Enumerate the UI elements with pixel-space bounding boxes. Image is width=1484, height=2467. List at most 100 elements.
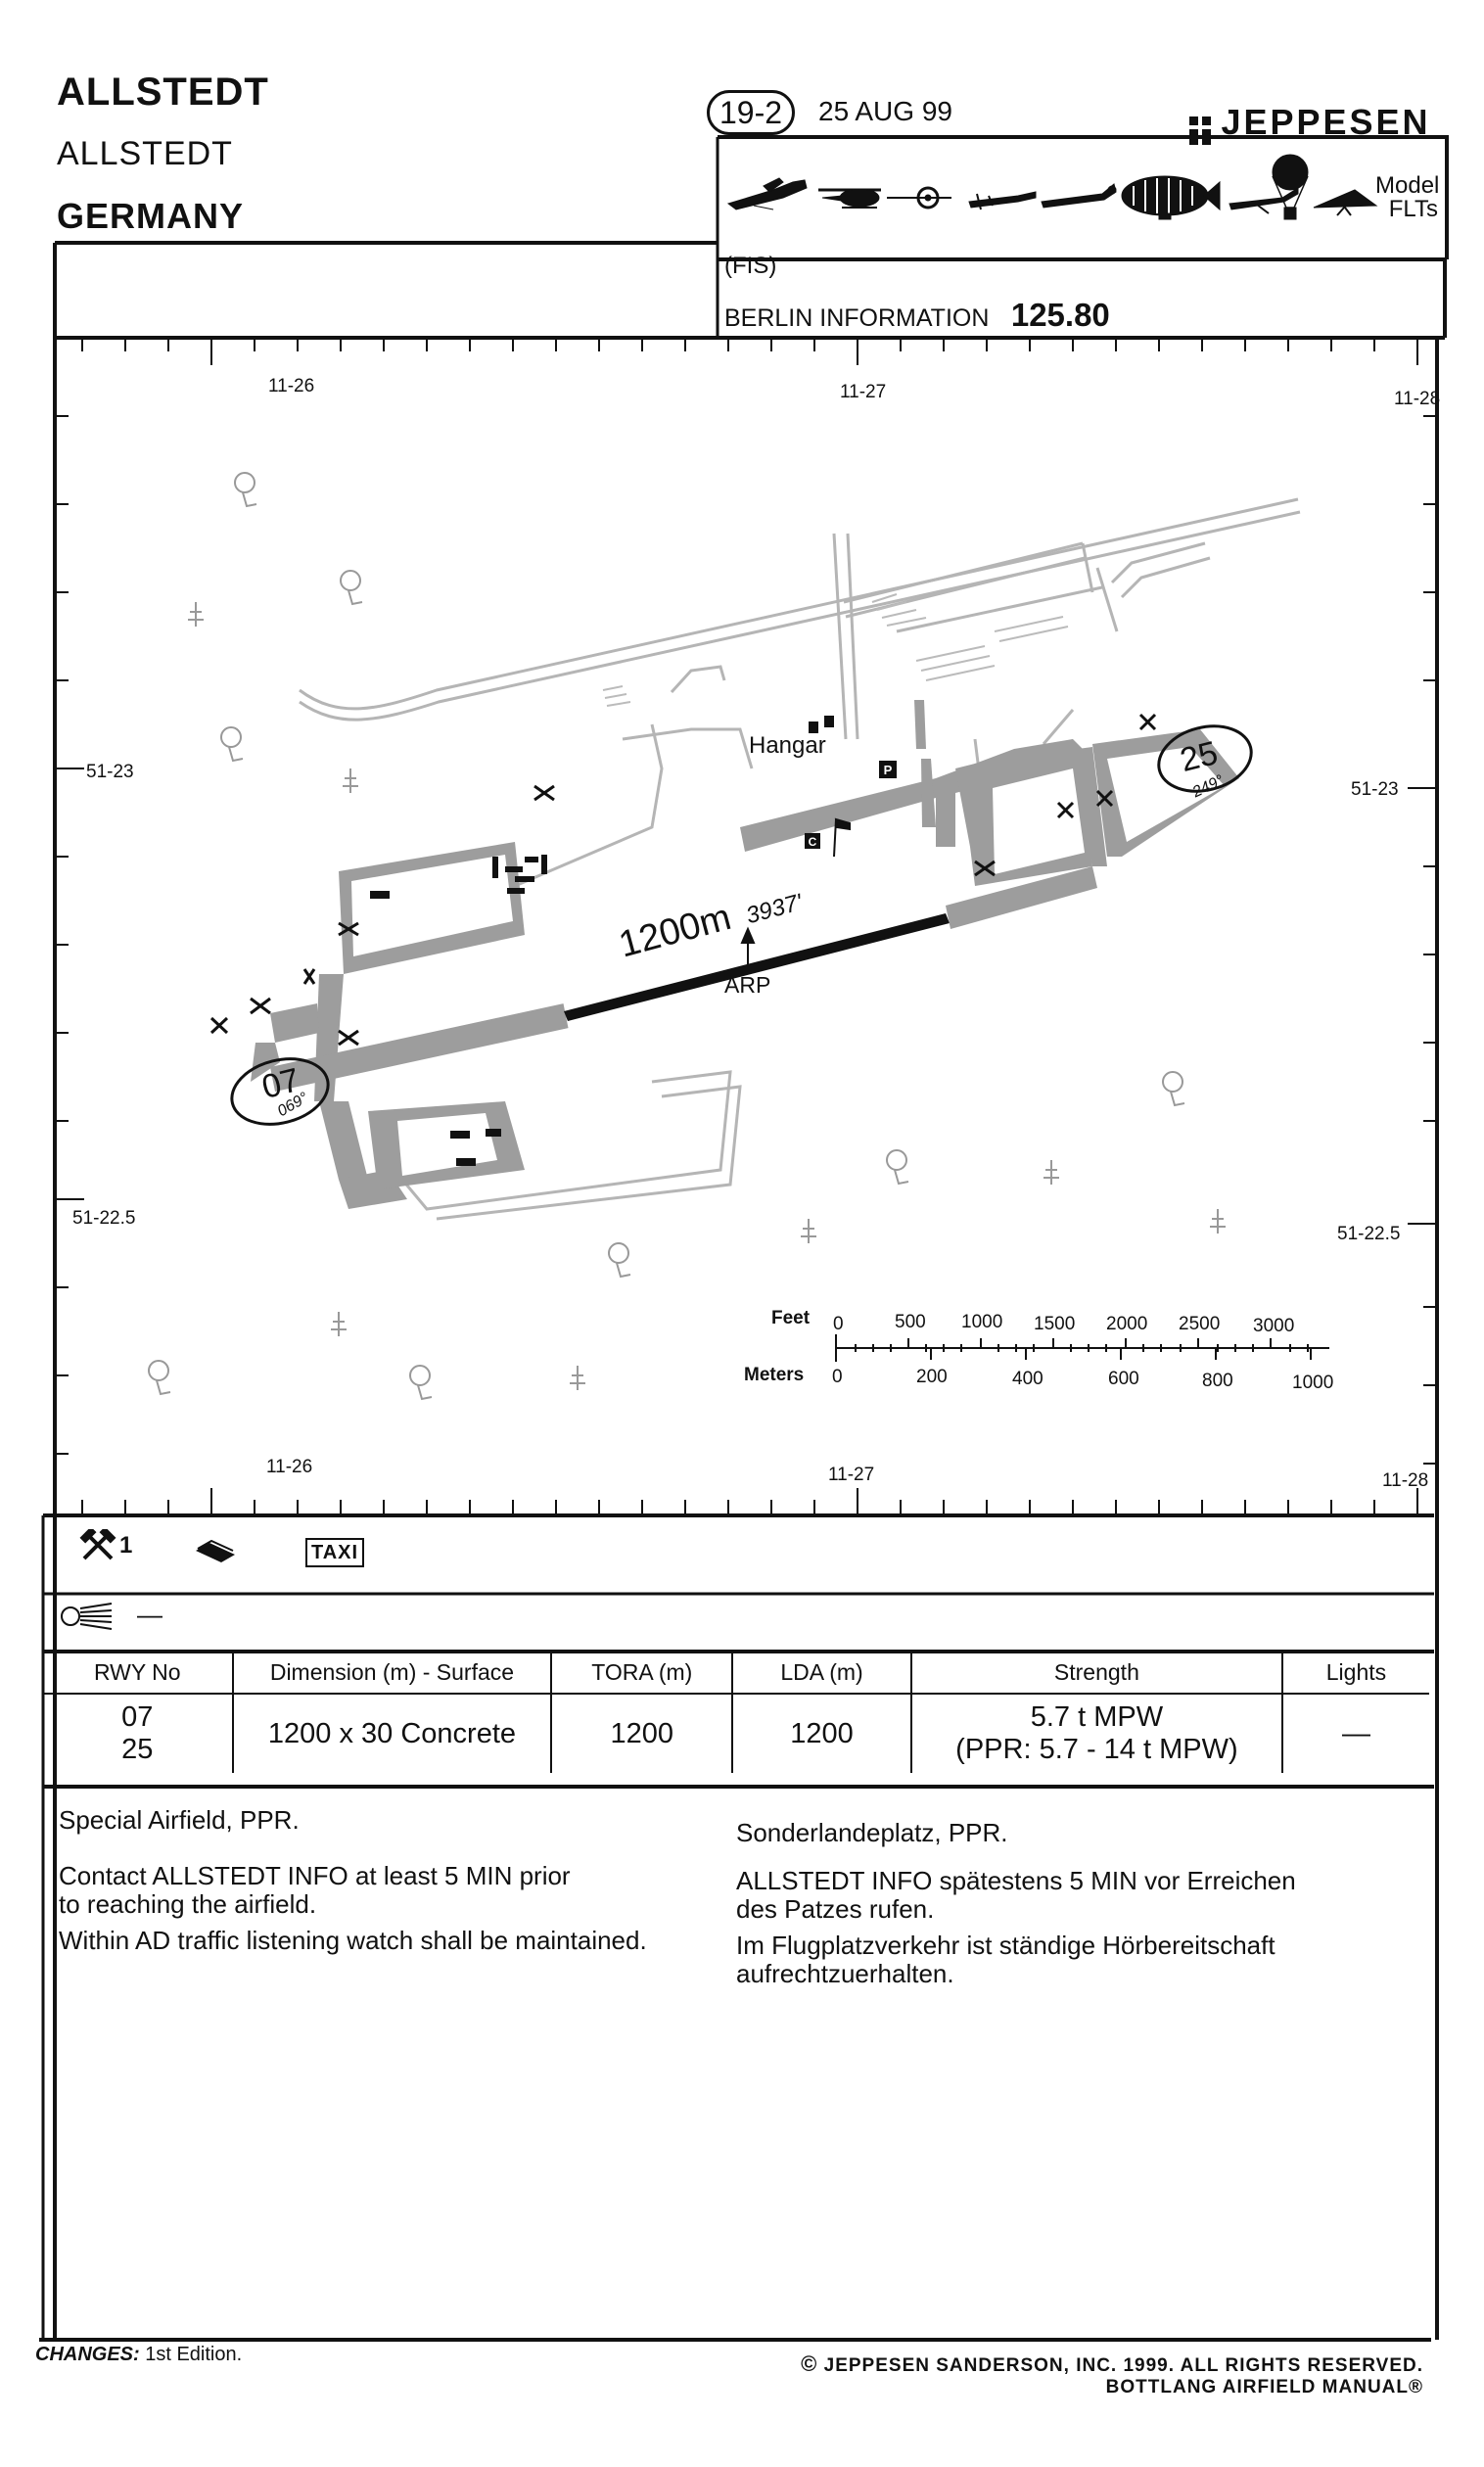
lighting-value: — bbox=[137, 1600, 162, 1629]
scale-ft-2500: 2500 bbox=[1179, 1314, 1221, 1334]
arp-arrow bbox=[740, 926, 756, 964]
tree-icon bbox=[148, 1360, 171, 1396]
gyrocopter-icon bbox=[887, 186, 951, 209]
frequency: 125.80 bbox=[1010, 297, 1110, 333]
note-en-2b: to reaching the airfield. bbox=[59, 1889, 317, 1919]
vegetation bbox=[148, 472, 1226, 1401]
cell-lights: — bbox=[1280, 1693, 1429, 1773]
scale-m-200: 200 bbox=[916, 1367, 948, 1387]
repair-count: 1 bbox=[119, 1532, 133, 1559]
hangar-label: Hangar bbox=[749, 732, 826, 759]
note-de-2b: des Patzes rufen. bbox=[736, 1894, 935, 1924]
lat-right-2: 51-22.5 bbox=[1337, 1224, 1401, 1244]
traffic-types-strip bbox=[726, 154, 1378, 220]
airship-icon bbox=[1121, 175, 1221, 220]
lat-right-1: 51-23 bbox=[1351, 779, 1399, 800]
note-en-3: Within AD traffic listening watch shall … bbox=[59, 1926, 647, 1955]
scale-m-0: 0 bbox=[832, 1367, 843, 1387]
glider-icon bbox=[1041, 183, 1117, 209]
chart-number: 19-2 bbox=[707, 90, 796, 135]
changes-text: 1st Edition. bbox=[145, 2344, 243, 2365]
scale-meters-label: Meters bbox=[744, 1365, 805, 1385]
svg-text:P: P bbox=[884, 763, 893, 777]
service-type: (FIS) bbox=[724, 253, 777, 279]
note-de-3b: aufrechtzuerhalten. bbox=[736, 1959, 954, 1988]
hang-glider-icon bbox=[1313, 189, 1378, 216]
notes-english: Special Airfield, PPR. Contact ALLSTEDT … bbox=[59, 1806, 647, 1955]
col-lights: Lights bbox=[1280, 1652, 1429, 1694]
rwy-25: 25 bbox=[121, 1734, 154, 1765]
lat-left-2: 51-22.5 bbox=[72, 1208, 136, 1229]
scale-m-600: 600 bbox=[1108, 1369, 1139, 1389]
services-row: 1 bbox=[78, 1529, 132, 1562]
cell-lda: 1200 bbox=[731, 1693, 911, 1773]
tree-icon bbox=[340, 570, 363, 606]
note-de-1: Sonderlandeplatz, PPR. bbox=[736, 1818, 1008, 1847]
cell-tora: 1200 bbox=[550, 1693, 733, 1773]
strength-line-1: 5.7 t MPW bbox=[1030, 1701, 1164, 1733]
lon-bottom-2: 11-27 bbox=[828, 1465, 875, 1485]
lon-top-3: 11-28 bbox=[1394, 389, 1441, 409]
manual-text: BOTTLANG AIRFIELD MANUAL bbox=[1105, 2377, 1409, 2397]
copyright-block: © JEPPESEN SANDERSON, INC. 1999. ALL RIG… bbox=[801, 2351, 1423, 2398]
conifer-icon bbox=[1043, 1160, 1059, 1185]
col-rwy: RWY No bbox=[93, 1658, 181, 1685]
tree-icon bbox=[234, 472, 257, 508]
runway-end-markers bbox=[230, 724, 1253, 1126]
copyright-text: JEPPESEN SANDERSON, INC. 1999. ALL RIGHT… bbox=[823, 2355, 1423, 2376]
country: GERMANY bbox=[57, 196, 245, 236]
scale-ft-0: 0 bbox=[833, 1314, 844, 1334]
rwy-07: 07 bbox=[121, 1701, 154, 1733]
scale-ft-3000: 3000 bbox=[1253, 1316, 1295, 1336]
c-symbol: C bbox=[805, 833, 820, 849]
taxi-badge: TAXI bbox=[305, 1538, 365, 1567]
conifer-icon bbox=[570, 1366, 585, 1390]
helicopter-icon bbox=[818, 188, 881, 209]
lon-top-2: 11-27 bbox=[840, 382, 887, 402]
lighting-icon bbox=[61, 1603, 113, 1630]
fuel-icon bbox=[196, 1539, 235, 1562]
airfield-map: P C bbox=[55, 338, 1437, 1515]
model-flights-label: Model FLTs bbox=[1375, 172, 1440, 222]
map-border-ticks bbox=[55, 338, 1437, 1515]
tree-icon bbox=[409, 1365, 433, 1401]
scale-m-800: 800 bbox=[1202, 1371, 1233, 1391]
tree-icon bbox=[886, 1149, 909, 1186]
scale-m-400: 400 bbox=[1012, 1369, 1043, 1389]
roads bbox=[299, 497, 1301, 1221]
conifer-icon bbox=[343, 768, 358, 793]
col-strength: Strength bbox=[909, 1652, 1282, 1694]
tree-icon bbox=[220, 726, 244, 763]
note-de-2a: ALLSTEDT INFO spätestens 5 MIN vor Errei… bbox=[736, 1866, 1296, 1895]
notes-german: Sonderlandeplatz, PPR. ALLSTEDT INFO spä… bbox=[736, 1819, 1296, 1988]
lon-bottom-1: 11-26 bbox=[266, 1457, 313, 1477]
conifer-icon bbox=[331, 1312, 347, 1336]
scale-feet-label: Feet bbox=[771, 1308, 811, 1328]
note-en-1: Special Airfield, PPR. bbox=[59, 1805, 300, 1835]
changes-note: CHANGES: 1st Edition. bbox=[35, 2344, 242, 2366]
arp-label: ARP bbox=[724, 972, 771, 998]
airfield-city: ALLSTEDT bbox=[57, 135, 233, 172]
scale-m-1000: 1000 bbox=[1292, 1373, 1334, 1393]
cell-dimension: 1200 x 30 Concrete bbox=[231, 1693, 552, 1773]
apron-taxiways bbox=[251, 700, 1239, 1209]
scale-ft-1000: 1000 bbox=[961, 1312, 1003, 1332]
col-dimension: Dimension (m) - Surface bbox=[231, 1652, 552, 1694]
scale-ft-2000: 2000 bbox=[1106, 1314, 1148, 1334]
scale-bar bbox=[835, 1334, 1329, 1362]
callsign: BERLIN INFORMATION bbox=[724, 304, 990, 332]
x-markers bbox=[209, 713, 1157, 1047]
chart-date: 25 AUG 99 bbox=[818, 96, 952, 126]
runway bbox=[270, 866, 1097, 1092]
strength-line-2: (PPR: 5.7 - 14 t MPW) bbox=[955, 1734, 1238, 1765]
powered-aircraft-icon bbox=[726, 177, 808, 210]
conifer-icon bbox=[188, 602, 204, 627]
svg-text:C: C bbox=[809, 835, 817, 849]
registered-icon: ® bbox=[1409, 2377, 1423, 2397]
model-label-line2: FLTs bbox=[1388, 196, 1438, 222]
lat-left-1: 51-23 bbox=[86, 762, 134, 782]
built-up-areas bbox=[602, 593, 1069, 707]
model-label-line1: Model bbox=[1375, 172, 1440, 199]
scale-ft-1500: 1500 bbox=[1034, 1314, 1076, 1334]
lon-top-1: 11-26 bbox=[268, 376, 315, 396]
